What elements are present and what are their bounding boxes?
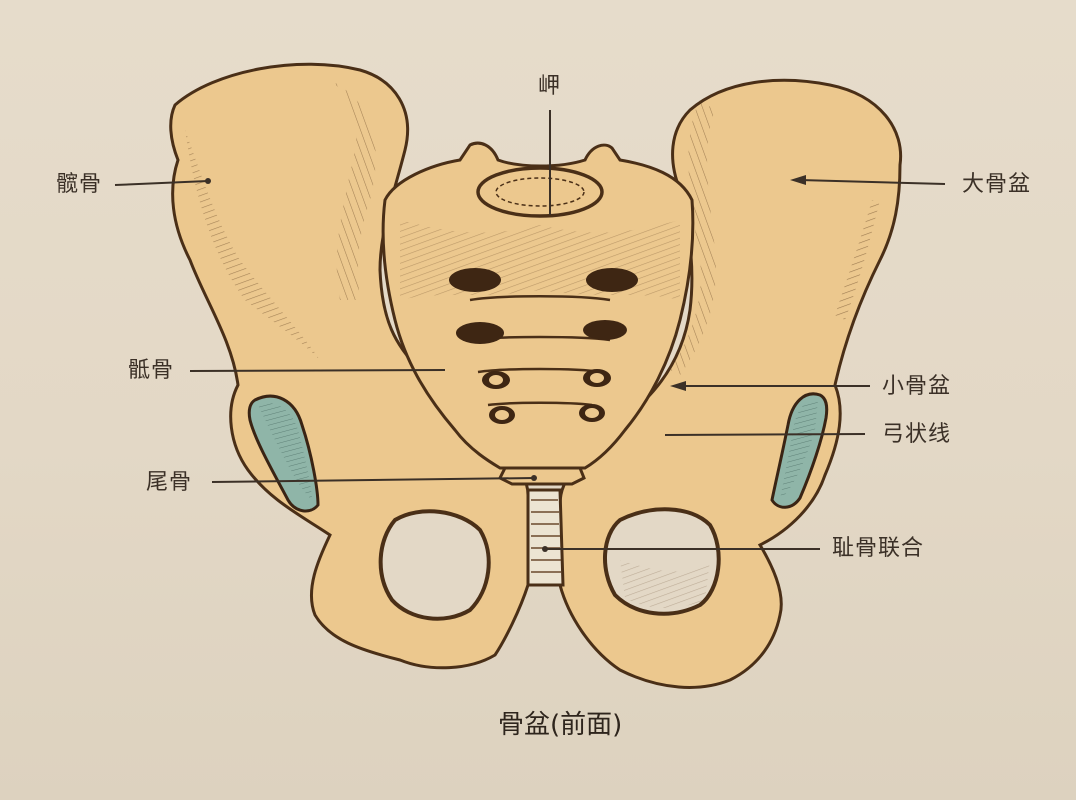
label-greater-pelvis: 大骨盆 [962,172,1032,197]
label-coccyx: 尾骨 [146,470,193,495]
figure-caption: 骨盆(前面) [498,710,623,740]
pubic-symphysis [526,488,565,587]
leader-ilium [114,180,209,186]
leader-lines [114,110,946,552]
label-lesser-pelvis: 小骨盆 [882,374,952,399]
leader-greater-pelvis [799,179,946,185]
label-promontory: 岬 [538,74,562,99]
leader-coccyx [211,477,535,483]
sacrum [381,141,695,470]
right-hip-bone [558,78,903,689]
label-sacrum: 骶骨 [128,358,175,383]
label-pubic-symphysis: 耻骨联合 [832,536,925,561]
label-ilium: 髋骨 [56,172,103,197]
leader-arcuate-line [664,433,866,436]
left-hip-bone [169,62,530,670]
leader-sacrum [189,369,446,372]
label-arcuate-line: 弓状线 [882,422,952,447]
coccyx [497,466,586,486]
